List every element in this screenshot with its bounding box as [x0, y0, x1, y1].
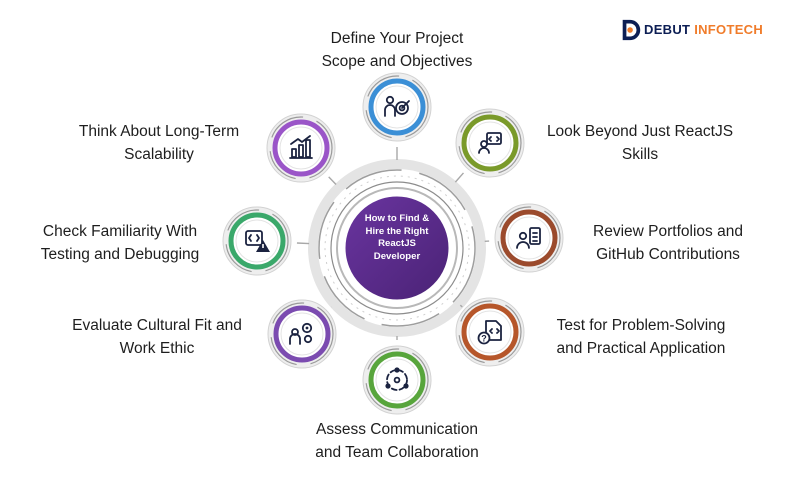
step-label-line: Assess Communication — [316, 421, 478, 438]
connector-line — [454, 172, 465, 183]
hub-rings — [308, 159, 486, 337]
step-label-line: GitHub Contributions — [596, 246, 740, 263]
step-label-problem-solving: Test for Problem-Solving and Practical A… — [528, 314, 754, 360]
growth-chart-icon — [289, 135, 313, 159]
step-label-line: Check Familiarity With — [42, 223, 198, 240]
step-node-beyond-react — [455, 108, 525, 178]
step-node-testing — [222, 206, 292, 276]
step-node-inner — [280, 312, 324, 356]
step-node-portfolios — [494, 203, 564, 273]
connector-line — [296, 242, 310, 245]
step-label-line: Skills — [621, 146, 659, 163]
developer-checklist-icon — [516, 227, 541, 249]
step-label-line: Think About Long-Term — [78, 123, 240, 140]
step-label-beyond-react: Look Beyond Just ReactJS Skills — [520, 120, 760, 166]
connectors — [296, 147, 490, 340]
step-node-cultural-fit — [267, 299, 337, 369]
step-label-line: Test for Problem-Solving — [556, 317, 726, 334]
team-circle-icon — [385, 367, 409, 391]
hub-title-line: Hire the Right — [365, 225, 429, 237]
hub-title-line: ReactJS — [378, 238, 416, 249]
step-node-inner — [507, 216, 551, 260]
step-node-dash-ring — [458, 300, 522, 364]
brand-logo-icon — [622, 19, 641, 41]
step-node-dash-ring — [225, 209, 289, 273]
step-node-dash-ring — [270, 302, 334, 366]
step-node-define-scope — [362, 72, 432, 142]
svg-text:?: ? — [481, 334, 487, 344]
step-node-dash-ring — [365, 75, 429, 139]
step-node-communication — [362, 345, 432, 415]
step-nodes: ? — [222, 72, 564, 415]
step-node-dash-ring — [458, 111, 522, 175]
brand-word-1: DEBUT — [644, 22, 691, 37]
code-warning-icon — [245, 230, 270, 252]
connector-line — [328, 176, 337, 186]
connector-line — [459, 304, 463, 308]
step-label-define-scope: Define Your Project Scope and Objectives — [297, 27, 497, 73]
step-label-line: and Team Collaboration — [315, 444, 479, 461]
question-document-icon: ? — [477, 320, 502, 345]
hub-title-line: How to Find & — [364, 213, 430, 224]
step-node-dash-ring — [269, 116, 333, 180]
step-label-testing: Check Familiarity With Testing and Debug… — [18, 220, 222, 266]
step-label-line: Work Ethic — [119, 340, 195, 357]
step-label-line: and Practical Application — [556, 340, 726, 357]
step-node-inner — [375, 358, 419, 402]
step-label-line: Define Your Project — [330, 30, 464, 47]
step-node-problem-solving: ? — [455, 297, 525, 367]
step-label-cultural-fit: Evaluate Cultural Fit and Work Ethic — [46, 314, 268, 360]
hub-title-line: Developer — [373, 250, 421, 262]
step-label-line: Scalability — [124, 146, 194, 163]
person-gears-icon — [289, 322, 313, 345]
step-node-inner — [279, 126, 323, 170]
step-label-line: Evaluate Cultural Fit and — [72, 317, 242, 334]
brand-name: DEBUT INFOTECH — [644, 22, 763, 37]
step-node-inner — [375, 85, 419, 129]
developer-code-icon — [478, 132, 502, 154]
step-node-scalability — [266, 113, 336, 183]
step-node-dash-ring — [497, 206, 561, 270]
step-label-scalability: Think About Long-Term Scalability — [58, 120, 260, 166]
step-node-dash-ring — [365, 348, 429, 412]
step-label-line: Review Portfolios and — [593, 223, 743, 240]
hub-center — [342, 193, 452, 303]
step-label-portfolios: Review Portfolios and GitHub Contributio… — [573, 220, 763, 266]
step-node-inner — [468, 121, 512, 165]
brand-word-2: INFOTECH — [694, 22, 764, 37]
step-label-line: Look Beyond Just ReactJS — [546, 123, 734, 140]
hub-title: How to Find & Hire the Right ReactJS Dev… — [352, 213, 442, 263]
person-target-icon — [384, 95, 410, 117]
step-label-communication: Assess Communication and Team Collaborat… — [287, 418, 507, 464]
step-label-line: Scope and Objectives — [321, 53, 473, 70]
step-label-line: Testing and Debugging — [40, 246, 200, 263]
